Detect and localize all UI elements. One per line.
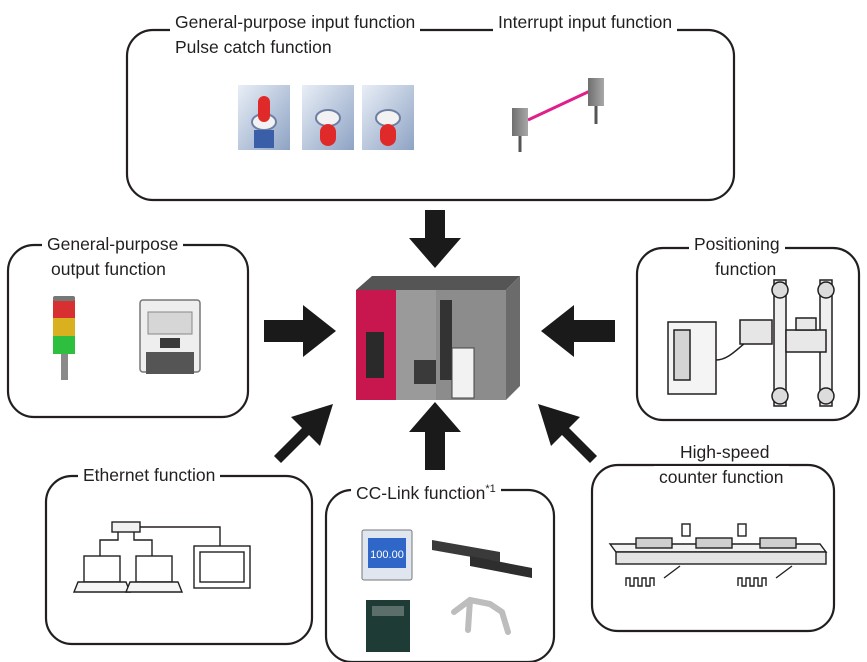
- label-cclink-footnote: *1: [485, 483, 496, 495]
- arrow-right-output: [264, 305, 336, 357]
- label-highspeed-line1: High-speed: [675, 441, 775, 463]
- arrow-up-cclink: [409, 402, 461, 470]
- label-highspeed-line2: counter function: [654, 466, 789, 488]
- top-box: [125, 28, 736, 202]
- label-pulse-catch: Pulse catch function: [175, 37, 332, 57]
- cclink-devices-icon: 100.00: [361, 529, 532, 652]
- toggle-switch-icon: [238, 85, 414, 150]
- label-output-line1: General-purpose: [42, 233, 184, 255]
- label-positioning-line1: Positioning: [689, 233, 785, 255]
- label-output-line2: output function: [51, 259, 166, 279]
- plc-cpu-icon: [356, 276, 520, 400]
- contactor-icon: [139, 299, 201, 374]
- label-general-input: General-purpose input function: [170, 11, 421, 33]
- servo-positioning-icon: [667, 279, 835, 407]
- arrow-diag-ethernet: [274, 404, 333, 463]
- arrow-diag-highspeed: [538, 404, 597, 463]
- arrow-down-top: [409, 210, 461, 268]
- arrows: [264, 210, 615, 470]
- label-positioning-line2: function: [715, 259, 777, 279]
- label-cclink-text: CC-Link function: [356, 482, 486, 503]
- label-ethernet: Ethernet function: [78, 464, 221, 486]
- signal-tower-icon: [53, 296, 75, 380]
- label-cclink: CC-Link function*1: [351, 478, 501, 504]
- photoelectric-sensor-icon: [512, 78, 604, 152]
- network-laptops-icon: [72, 521, 251, 593]
- counter-display-value: 100.00: [370, 549, 404, 561]
- label-interrupt-input: Interrupt input function: [493, 11, 678, 33]
- conveyor-icon: [608, 523, 828, 587]
- arrow-left-positioning: [541, 305, 615, 357]
- cclink-box: [324, 488, 556, 662]
- highspeed-box: [590, 463, 836, 633]
